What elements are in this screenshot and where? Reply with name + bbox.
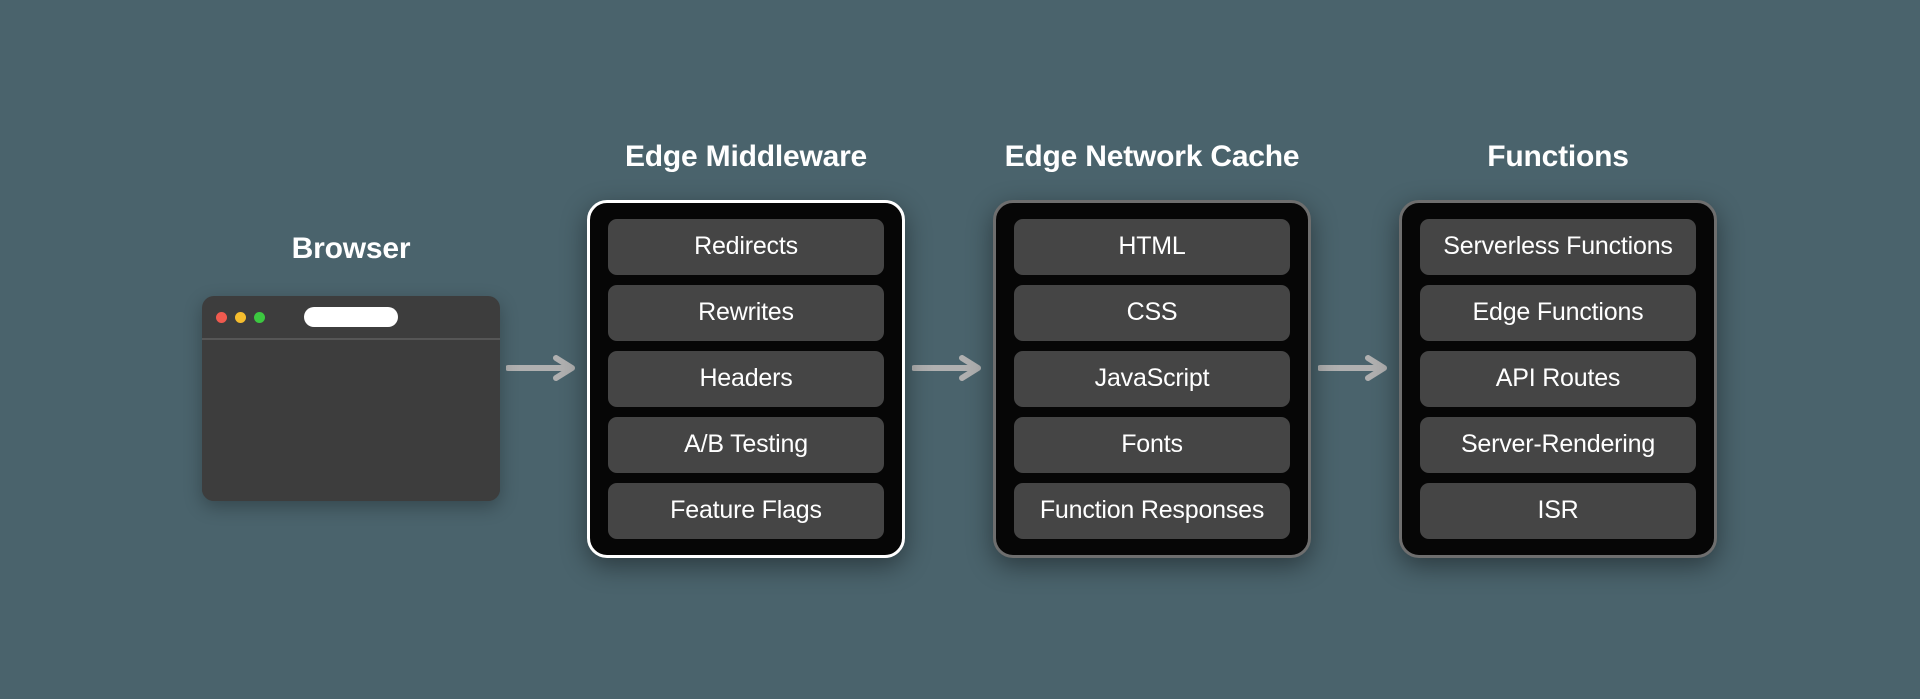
panel-title-functions: Functions: [1487, 139, 1629, 173]
panel-functions: Serverless Functions Edge Functions API …: [1399, 199, 1717, 558]
panel-item[interactable]: Rewrites: [608, 284, 884, 341]
panel-item[interactable]: JavaScript: [1014, 350, 1290, 407]
panel-item[interactable]: Feature Flags: [608, 482, 884, 539]
browser-url-bar[interactable]: [304, 307, 398, 327]
panel-column-edge-network-cache: Edge Network Cache HTML CSS JavaScript F…: [991, 139, 1313, 558]
panel-item[interactable]: HTML: [1014, 218, 1290, 275]
panel-item[interactable]: Redirects: [608, 218, 884, 275]
panel-item[interactable]: API Routes: [1420, 350, 1696, 407]
close-dot-icon: [216, 311, 227, 323]
traffic-lights: [216, 311, 265, 323]
arrow-cache-to-functions: [1313, 354, 1397, 381]
browser-window: [202, 296, 500, 501]
panel-item[interactable]: Serverless Functions: [1420, 218, 1696, 275]
panel-item[interactable]: Server-Rendering: [1420, 416, 1696, 473]
arrow-middleware-to-cache: [907, 354, 991, 381]
panel-item[interactable]: Fonts: [1014, 416, 1290, 473]
panel-item[interactable]: Headers: [608, 350, 884, 407]
minimize-dot-icon: [235, 311, 246, 323]
browser-title: Browser: [291, 232, 411, 265]
panel-edge-network-cache: HTML CSS JavaScript Fonts Function Respo…: [993, 199, 1311, 558]
panel-item[interactable]: CSS: [1014, 284, 1290, 341]
panel-column-functions: Functions Serverless Functions Edge Func…: [1397, 139, 1719, 558]
panel-item[interactable]: ISR: [1420, 482, 1696, 539]
browser-chrome: [202, 296, 500, 340]
panel-title-edge-network-cache: Edge Network Cache: [1004, 139, 1300, 173]
panel-column-edge-middleware: Edge Middleware Redirects Rewrites Heade…: [585, 139, 907, 558]
maximize-dot-icon: [254, 311, 265, 323]
panel-item[interactable]: A/B Testing: [608, 416, 884, 473]
panel-item[interactable]: Function Responses: [1014, 482, 1290, 539]
arrow-browser-to-middleware: [501, 354, 585, 381]
browser-viewport: [202, 340, 500, 501]
panel-title-edge-middleware: Edge Middleware: [624, 139, 868, 173]
browser-column: Browser: [201, 234, 501, 501]
panel-item[interactable]: Edge Functions: [1420, 284, 1696, 341]
panel-edge-middleware: Redirects Rewrites Headers A/B Testing F…: [587, 199, 905, 558]
